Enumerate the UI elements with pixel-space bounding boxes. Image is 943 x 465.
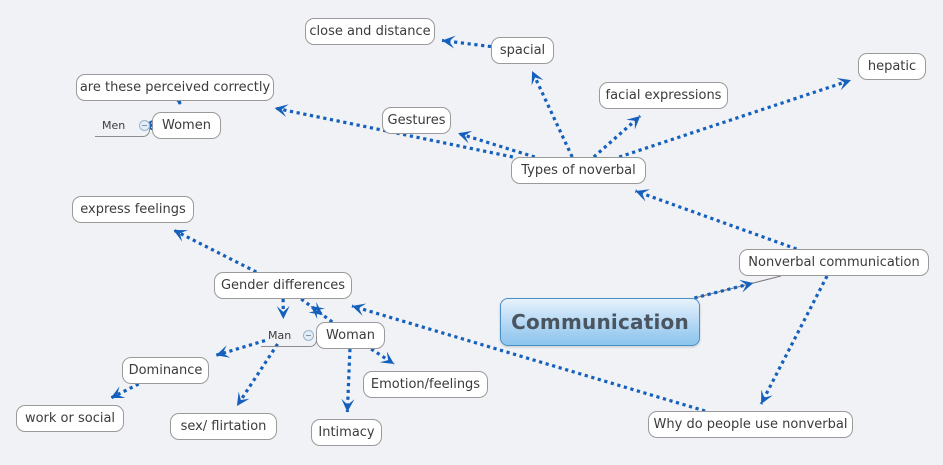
mindmap-node-man[interactable]: Man [265,326,302,344]
node-label: Intimacy [318,425,375,440]
edge-arrowhead [276,305,290,319]
mindmap-node-close_distance[interactable]: close and distance [305,18,435,45]
mindmap-node-women[interactable]: Women [152,112,221,139]
node-label: Woman [326,328,375,343]
mindmap-node-nonverbal_comm[interactable]: Nonverbal communication [739,249,929,276]
node-label: Man [268,328,292,342]
node-label: work or social [24,411,116,426]
edge-arrowhead [739,279,754,293]
node-label: Dominance [128,363,203,378]
edge-gender_diff-to-express [172,228,258,274]
edge-arrowhead [110,386,126,398]
mindmap-node-dominance[interactable]: Dominance [122,357,209,384]
edge-arrowhead [216,345,231,358]
node-label: Emotion/feelings [370,377,481,392]
edge-arrowhead [341,398,355,412]
mindmap-node-types[interactable]: Types of noverbal [511,157,646,184]
mindmap-node-intimacy[interactable]: Intimacy [311,419,382,446]
edge-woman-to-intimacy [341,348,355,413]
edge-types-to-facial [592,114,642,159]
edge-gender_diff-to-woman [300,297,324,317]
edge-arrowhead [236,391,250,406]
node-label: sex/ flirtation [180,419,267,434]
edge-man-to-sex_flirtation [235,343,279,407]
node-label: Gender differences [220,278,346,293]
collapse-toggle-men-toggle[interactable] [139,120,150,131]
node-label: are these perceived correctly [79,80,271,95]
node-label: Women [162,118,211,133]
edge-woman-to-gender_diff [309,304,334,324]
mindmap-node-express[interactable]: express feelings [72,196,194,223]
node-label: Gestures [387,113,446,128]
mindmap-node-facial[interactable]: facial expressions [599,82,728,109]
edge-arrowhead [442,35,456,49]
edge-communication-to-nonverbal_comm [694,275,782,299]
edge-arrowhead [836,78,851,91]
edge-nonverbal_comm-to-types [634,189,798,251]
node-label: Nonverbal communication [748,255,920,270]
edge-arrowhead [458,130,473,144]
mindmap-node-men[interactable]: Men [99,116,135,134]
mindmap-node-work_social[interactable]: work or social [16,405,124,432]
mindmap-node-emotion[interactable]: Emotion/feelings [363,371,488,398]
edge-man-to-dominance [215,339,266,358]
mindmap-node-spacial[interactable]: spacial [491,37,554,64]
mindmap-node-hepatic[interactable]: hepatic [858,53,926,80]
node-label: close and distance [309,24,431,39]
node-label: Men [102,118,126,132]
edge-arrowhead [351,303,367,316]
node-label: Why do people use nonverbal [653,417,848,432]
edge-dominance-to-work_social [110,382,140,400]
edge-arrowhead [308,302,323,315]
mindmap-node-sex_flirtation[interactable]: sex/ flirtation [170,413,277,440]
mindmap-node-woman[interactable]: Woman [316,322,385,349]
edge-communication-to-nonverbal_comm [693,279,754,300]
edge-types-to-spacial [530,70,574,158]
node-label: express feelings [80,202,186,217]
edge-gender_diff-to-man [276,298,290,320]
node-label: hepatic [867,59,917,74]
edge-arrowhead [626,116,641,130]
mindmap-node-gender_diff[interactable]: Gender differences [214,272,352,299]
edge-arrowhead [310,306,325,319]
edge-arrowhead [173,230,188,242]
edge-arrowhead [274,104,289,117]
edge-arrowhead [635,189,650,202]
node-label: spacial [499,43,546,58]
node-label: Types of noverbal [521,163,636,178]
mindmap-node-why[interactable]: Why do people use nonverbal [648,411,853,438]
node-label: facial expressions [605,88,722,103]
collapse-toggle-woman-toggle[interactable] [303,330,314,341]
mindmap-node-gestures[interactable]: Gestures [382,107,451,134]
edge-spacial-to-close_distance [441,35,492,49]
edge-types-to-gestures [457,130,536,159]
node-label: Communication [511,310,689,334]
edge-arrowhead [379,351,395,364]
edge-arrowhead [761,389,773,404]
mindmap-node-communication[interactable]: Communication [500,298,700,346]
edge-woman-to-emotion [370,347,395,366]
edge-nonverbal_comm-to-why [759,275,829,405]
edge-arrowhead [531,71,544,86]
mindmap-node-perceived[interactable]: are these perceived correctly [76,74,274,101]
